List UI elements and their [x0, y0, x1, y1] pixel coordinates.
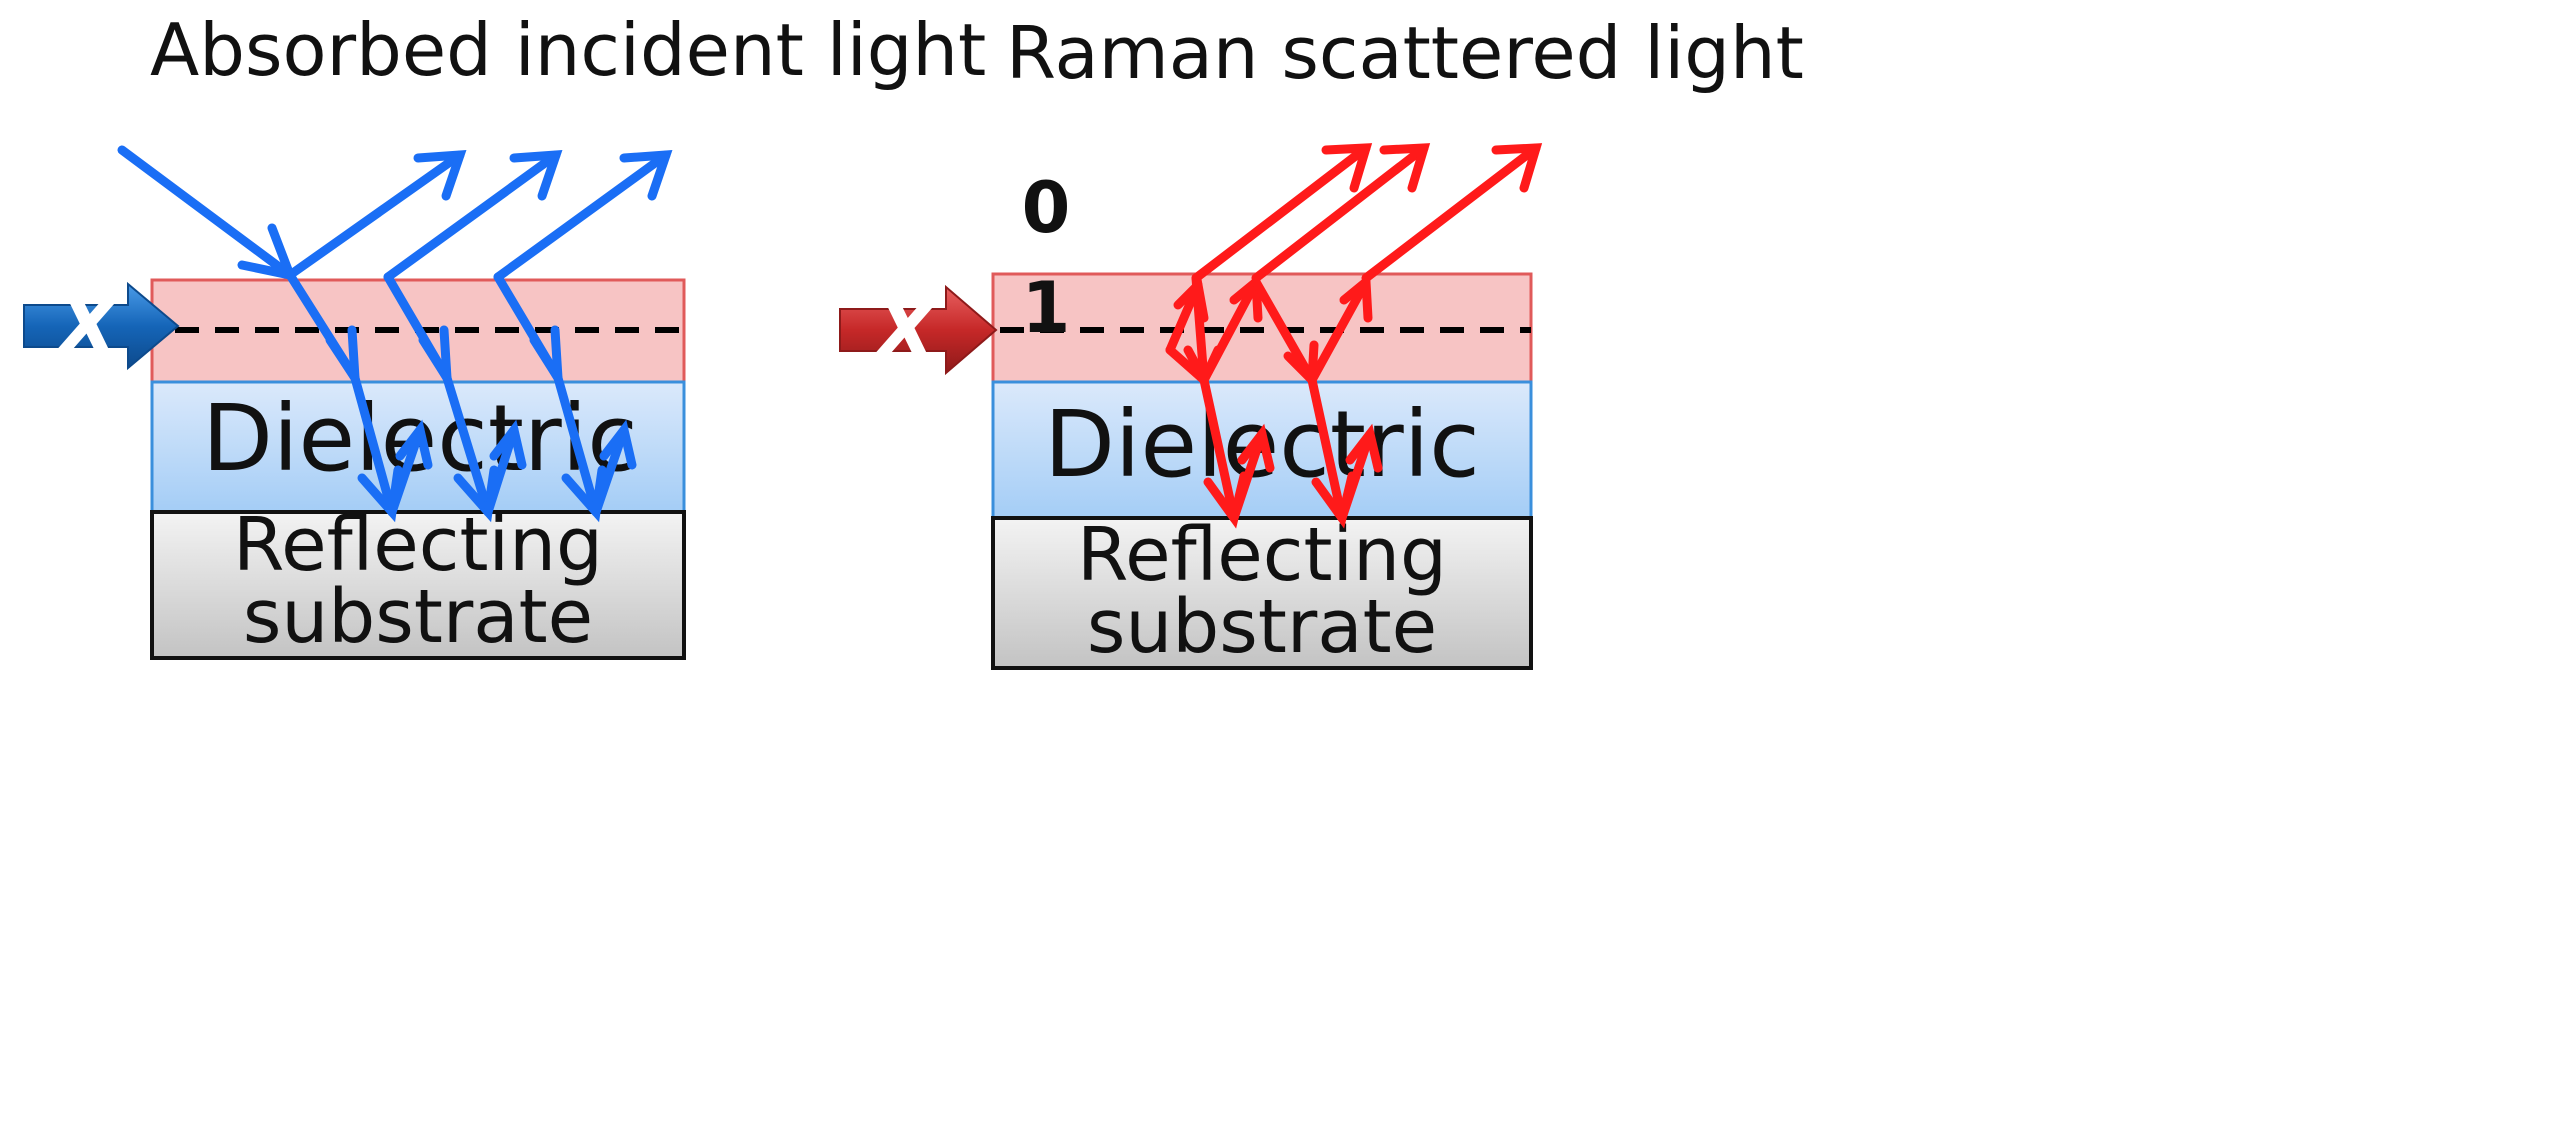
- absorbed-panel-title: Absorbed incident light: [150, 8, 986, 92]
- substrate-label-line1: Reflecting: [1077, 512, 1447, 598]
- incident-light-rays: [117, 145, 673, 523]
- reflected-ray-3: [493, 150, 671, 282]
- reflected-ray-2-head: [509, 150, 563, 201]
- substrate-label-line2: substrate: [1087, 584, 1437, 670]
- reflected-ray-1-head: [413, 150, 467, 201]
- refracted-ray-2-head-a: [418, 325, 452, 381]
- position-marker-arrow: X: [839, 284, 998, 376]
- depth-label-1: 1: [1022, 267, 1071, 349]
- refracted-ray-3-head-a: [529, 325, 563, 381]
- substrate-layer: [991, 516, 1533, 670]
- scattered-ray-out-2-head: [1379, 143, 1431, 193]
- refracted-ray-1-head-a: [325, 325, 361, 395]
- reflected-ray-2: [383, 150, 561, 282]
- scattered-ray-out-2: [1251, 143, 1429, 283]
- raman-panel-title: Raman scattered light: [1006, 11, 1804, 95]
- depth-label-0: 0: [1022, 167, 1071, 249]
- reflected-back-3: [591, 425, 629, 517]
- scattered-ray-out-1: [1191, 143, 1371, 283]
- reflected-up-1-head: [1237, 423, 1275, 473]
- emission-2-up: [1199, 277, 1261, 385]
- reflected-back-2-head: [489, 419, 527, 470]
- reflected-back-2: [483, 425, 519, 517]
- reflected-back-1-head: [395, 419, 433, 470]
- reflected-ray-1: [285, 150, 465, 280]
- scattered-ray-out-3: [1361, 143, 1541, 283]
- incident-ray-head: [237, 223, 298, 282]
- scattered-ray-out-3-head: [1491, 143, 1543, 193]
- scattered-ray-down-1: [1199, 375, 1239, 523]
- reflected-back-3-head: [599, 419, 637, 470]
- scattered-ray-out-1-head: [1321, 143, 1373, 193]
- position-marker-arrow: X: [23, 281, 180, 371]
- scattered-ray-down-2: [1307, 375, 1347, 523]
- reflected-ray-3-head: [619, 150, 673, 201]
- emission-2-down: [1251, 277, 1317, 385]
- emission-1-down: [1191, 273, 1209, 385]
- reflected-up-1: [1229, 429, 1267, 523]
- substrate-layer: [150, 510, 686, 660]
- substrate-label-line1: Reflecting: [233, 502, 603, 588]
- absorbed-panel: Absorbed incident light Dielectric Refle…: [23, 8, 986, 660]
- emission-3-up: [1307, 277, 1371, 385]
- scattered-light-rays: [1165, 143, 1543, 529]
- reflected-up-2: [1337, 429, 1375, 523]
- emission-3-up-head: [1339, 272, 1373, 323]
- substrate-label-line2: substrate: [243, 574, 593, 660]
- raman-panel: Raman scattered light 0 1 Dielectric Ref…: [839, 11, 1804, 670]
- position-marker-label: X: [55, 281, 121, 370]
- incident-ray: [117, 145, 295, 280]
- reflected-up-2-head: [1345, 423, 1383, 473]
- position-marker-label: X: [873, 285, 939, 374]
- reflected-back-1: [387, 425, 425, 517]
